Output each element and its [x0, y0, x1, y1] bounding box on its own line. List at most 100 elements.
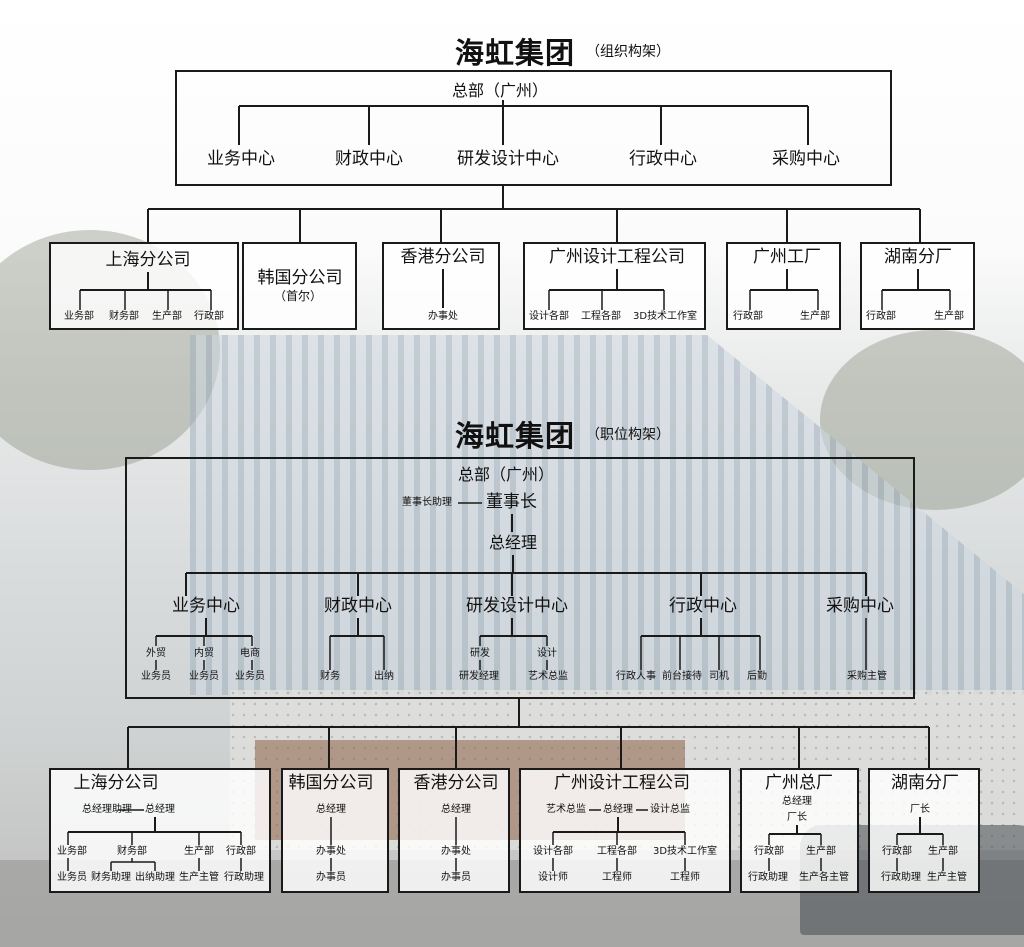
- gzdesign-gm: 总经理: [603, 804, 633, 815]
- org-dept: 工程各部: [581, 311, 621, 322]
- position-dept: 行政部: [882, 846, 912, 857]
- position-dept: 生产部: [806, 846, 836, 857]
- shanghai-gm: 总经理: [145, 804, 175, 815]
- org-dept: 生产部: [800, 311, 830, 322]
- position-hq-label: 总部（广州）: [457, 465, 555, 484]
- position-role: 业务员: [189, 671, 219, 682]
- org-chart-title: 海虹集团: [455, 36, 576, 70]
- position-dept: 行政部: [754, 846, 784, 857]
- position-role: 前台接待: [662, 671, 702, 682]
- org-center-finance: 财政中心: [335, 149, 403, 169]
- position-role: 财务助理: [91, 872, 131, 883]
- position-role: 业务员: [57, 872, 87, 883]
- position-branch-gzfactory: [740, 768, 859, 893]
- chairman-assistant: 董事长助理: [402, 497, 452, 508]
- org-dept: 设计各部: [529, 311, 569, 322]
- org-branch-hongkong: [382, 242, 500, 330]
- position-branch-shanghai-name: 上海分公司: [73, 773, 159, 793]
- shanghai-gm-assistant: 总经理助理: [82, 804, 132, 815]
- org-dept: 财务部: [109, 311, 139, 322]
- position-role: 业务员: [235, 671, 265, 682]
- position-role: 司机: [709, 671, 729, 682]
- org-dept: 生产部: [934, 311, 964, 322]
- position-group: 电商: [240, 648, 260, 659]
- position-role: 研发经理: [459, 671, 499, 682]
- position-role: 后勤: [747, 671, 767, 682]
- hunan-manager: 厂长: [910, 804, 930, 815]
- org-branch-korea-name: 韩国分公司: [257, 268, 343, 288]
- position-dept: 生产部: [928, 846, 958, 857]
- org-dept: 行政部: [866, 311, 896, 322]
- chairman: 董事长: [486, 492, 537, 512]
- position-center-finance: 财政中心: [324, 596, 392, 616]
- position-branch-hunan-name: 湖南分厂: [891, 773, 959, 793]
- position-role: 生产各主管: [799, 872, 849, 883]
- position-role: 业务员: [141, 671, 171, 682]
- position-center-rnd: 研发设计中心: [466, 596, 568, 616]
- position-branch-hongkong: [398, 768, 510, 893]
- position-dept: 工程各部: [597, 846, 637, 857]
- gzfactory-manager: 厂长: [787, 812, 807, 823]
- position-dept: 3D技术工作室: [652, 846, 718, 857]
- general-manager: 总经理: [488, 533, 538, 552]
- korea-staff: 办事员: [316, 872, 346, 883]
- org-branch-hongkong-name: 香港分公司: [400, 247, 486, 267]
- position-dept: 设计各部: [533, 846, 573, 857]
- position-role: 艺术总监: [528, 671, 568, 682]
- org-center-admin: 行政中心: [629, 149, 697, 169]
- position-chart-title: 海虹集团: [455, 419, 576, 453]
- org-center-procurement: 采购中心: [772, 149, 840, 169]
- org-branch-korea-sub: （首尔）: [273, 289, 323, 303]
- position-dept: 行政部: [226, 846, 256, 857]
- position-branch-hunan: [868, 768, 980, 893]
- gzfactory-gm: 总经理: [782, 796, 812, 807]
- position-center-business: 业务中心: [172, 596, 240, 616]
- org-branch-gzfactory-name: 广州工厂: [753, 247, 821, 267]
- position-branch-hongkong-name: 香港分公司: [413, 773, 499, 793]
- org-dept: 3D技术工作室: [633, 311, 698, 322]
- hongkong-staff: 办事员: [441, 872, 471, 883]
- korea-gm: 总经理: [316, 804, 346, 815]
- position-center-procurement: 采购中心: [826, 596, 894, 616]
- position-role: 生产主管: [179, 872, 219, 883]
- position-role: 工程师: [602, 872, 632, 883]
- org-branch-shanghai: [49, 242, 239, 330]
- position-role: 行政助理: [224, 872, 264, 883]
- gzdesign-art-director: 艺术总监: [546, 804, 586, 815]
- position-chart-subtitle: （职位构架）: [586, 427, 670, 443]
- org-center-business: 业务中心: [207, 149, 275, 169]
- org-dept: 行政部: [194, 311, 224, 322]
- org-branch-gzdesign-name: 广州设计工程公司: [549, 247, 685, 267]
- position-branch-gzdesign-name: 广州设计工程公司: [554, 773, 690, 793]
- position-branch-gzdesign: [519, 768, 731, 893]
- position-dept: 财务部: [117, 846, 147, 857]
- position-role: 采购主管: [847, 671, 887, 682]
- org-branch-shanghai-name: 上海分公司: [105, 250, 191, 270]
- org-dept: 业务部: [64, 311, 94, 322]
- position-role: 出纳助理: [135, 872, 175, 883]
- position-group: 外贸: [146, 648, 166, 659]
- position-center-admin: 行政中心: [669, 596, 737, 616]
- position-group: 内贸: [194, 648, 214, 659]
- position-dept: 生产部: [184, 846, 214, 857]
- hongkong-gm: 总经理: [441, 804, 471, 815]
- position-branch-shanghai: [49, 768, 271, 893]
- position-hq-box: [125, 457, 915, 699]
- org-hq-label: 总部（广州）: [451, 81, 549, 100]
- position-branch-korea-name: 韩国分公司: [288, 773, 374, 793]
- position-role: 生产主管: [927, 872, 967, 883]
- org-branch-korea: [242, 242, 357, 330]
- org-branch-hunan-name: 湖南分厂: [884, 247, 952, 267]
- position-branch-korea: [281, 768, 389, 893]
- korea-office: 办事处: [316, 846, 346, 857]
- org-branch-gzdesign: [523, 242, 706, 330]
- org-dept: 生产部: [152, 311, 182, 322]
- org-center-rnd: 研发设计中心: [457, 149, 559, 169]
- org-chart-subtitle: （组织构架）: [586, 44, 670, 60]
- position-group: 研发: [470, 648, 490, 659]
- org-branch-gzfactory: [726, 242, 841, 330]
- position-branch-gzfactory-name: 广州总厂: [765, 773, 833, 793]
- org-dept: 办事处: [428, 311, 458, 322]
- position-role: 行政助理: [881, 872, 921, 883]
- gzdesign-design-director: 设计总监: [650, 804, 690, 815]
